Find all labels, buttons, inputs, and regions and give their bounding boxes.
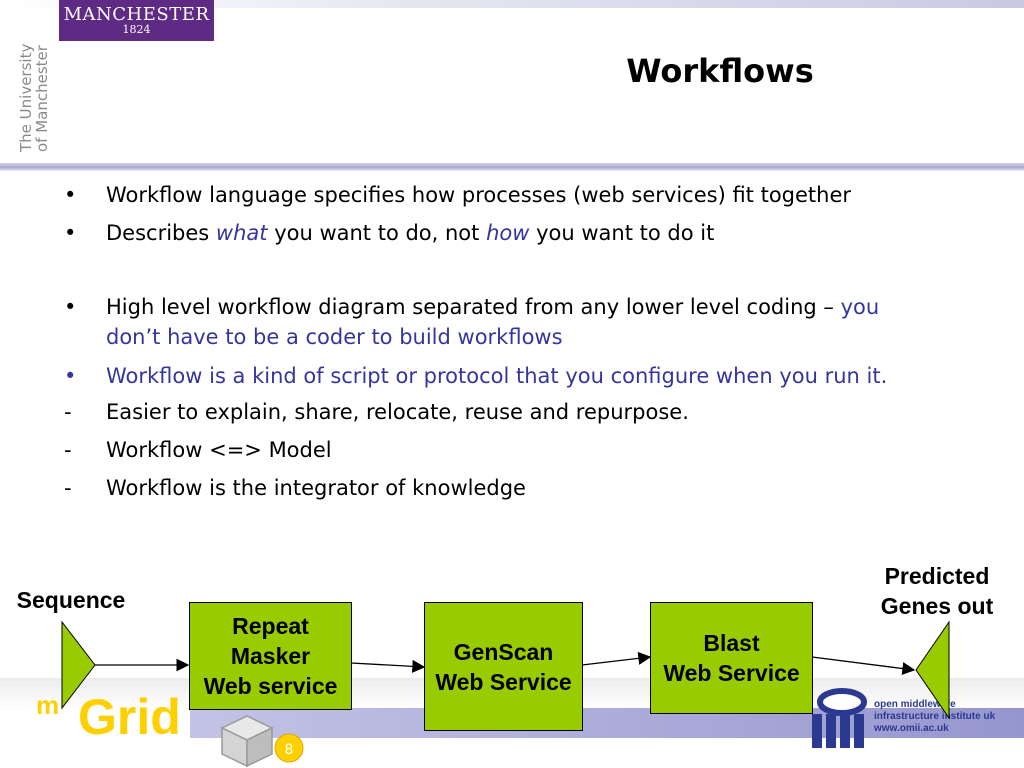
arrow-blast-to-output [811,656,916,675]
bullet-text: Workflow language specifies how processe… [106,183,852,207]
bullet-marker: • [64,183,77,207]
bullet-text: Describes what you want to do, not how y… [106,218,1006,248]
omii-line-3: www.omii.ac.uk [874,723,949,734]
step-text: GenScan Web Service [435,637,571,697]
predicted-genes-label: Predicted Genes out [862,561,1012,621]
omii-logo-icon [812,688,867,748]
bullet-text-highlight: don’t have to be a coder to build workfl… [106,325,563,349]
cube-logo-icon: 8 [220,715,304,768]
sequence-label: Sequence [16,587,126,613]
mygrid-logo-word: Grid [78,689,181,745]
omii-line-1: open middleware [874,699,956,710]
bullet-text-part: High level workflow diagram separated fr… [106,295,841,319]
bullet-marker: - [64,400,72,424]
step-line: Repeat [232,613,309,639]
emphasis-what: what [215,221,268,245]
bullet-text-part: you want to do it [529,221,715,245]
step-line: Web service [203,673,338,699]
step-line: Web Service [435,668,572,695]
output-label-line-2: Genes out [880,593,994,619]
step-line: Masker [230,643,311,669]
university-line-2: of Manchester [33,45,51,152]
university-line-1: The University [17,43,35,152]
mygrid-logo-prefix: m [36,690,60,720]
bullet-text: High level workflow diagram separated fr… [106,292,1006,352]
svg-text:8: 8 [285,742,294,758]
top-gradient-band [0,0,1024,8]
step-text: Repeat Masker Web service [204,611,338,701]
manchester-logo: MANCHESTER 1824 [59,0,214,41]
arrow-repeatmasker-to-genscan [350,659,426,673]
bullet-marker: • [64,221,77,245]
university-vertical-text: The University of Manchester [17,42,51,152]
bullet-text: Workflow is the integrator of knowledge [106,476,526,500]
bullet-text: Workflow is a kind of script or protocol… [106,364,888,388]
bullet-text-part: you want to do, not [267,221,487,245]
slide-title: Workflows [626,52,814,90]
input-triangle [61,620,96,710]
bullet-text: Workflow <=> Model [106,438,332,462]
output-triangle [915,620,950,720]
workflow-diagram [61,620,950,720]
header-divider [0,163,1024,171]
omii-line-2: infrastructure institute uk [874,711,996,722]
bullet-text-highlight: you [840,295,880,319]
step-text: Blast Web Service [663,628,799,688]
step-repeat-masker: Repeat Masker Web service [189,602,352,710]
emphasis-how: how [486,221,530,245]
footer-band [190,708,1024,738]
step-blast: Blast Web Service [650,602,813,714]
bullet-marker: - [64,438,72,462]
logo-year: 1824 [122,23,151,36]
step-genscan: GenScan Web Service [424,602,583,731]
bullet-text-part: Describes [106,221,216,245]
omii-logo-text: open middleware infrastructure institute… [874,699,995,735]
arrow-genscan-to-blast [581,651,652,666]
step-line: Blast [703,630,760,656]
bullet-text: Easier to explain, share, relocate, reus… [106,400,689,424]
step-line: GenScan [453,638,554,665]
logo-word: MANCHESTER [63,4,210,25]
output-label-line-1: Predicted [884,563,990,589]
bullet-marker: • [64,295,77,319]
bullet-marker: - [64,476,72,500]
bullet-marker: • [64,364,77,388]
step-line: Web Service [663,660,800,686]
